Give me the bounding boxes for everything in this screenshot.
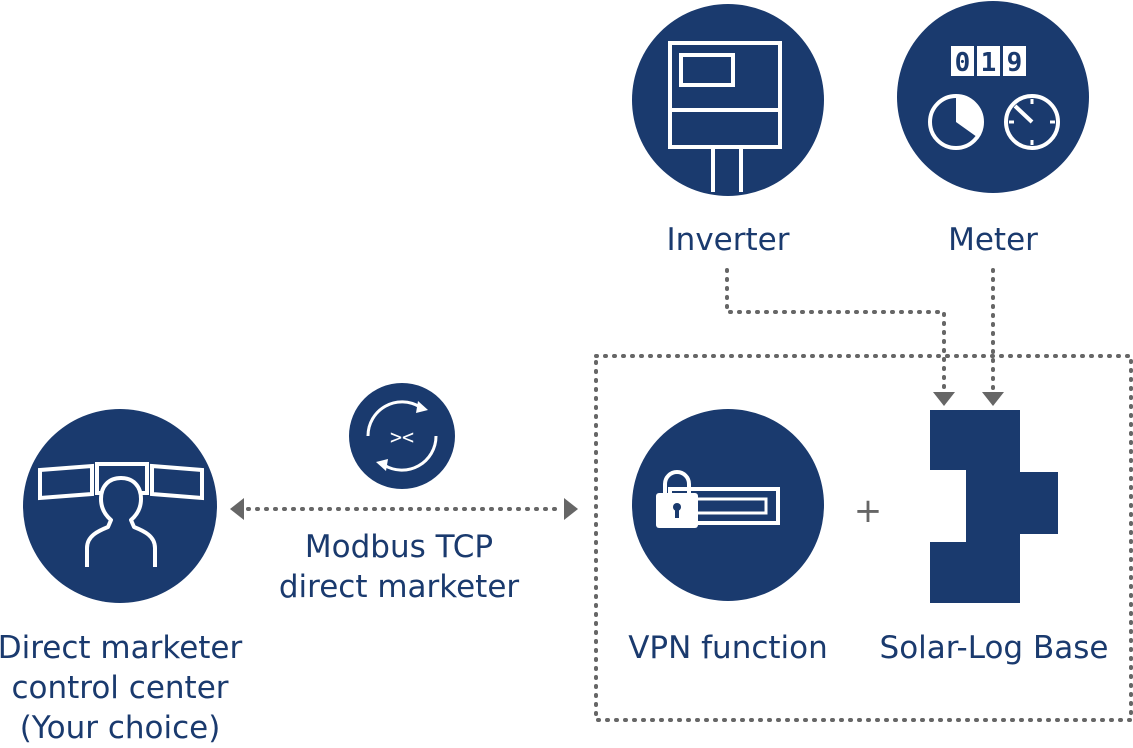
vpn-lock-icon <box>632 409 824 601</box>
meter-digit-0: 0 <box>955 48 971 78</box>
vpn-label: VPN function <box>628 630 828 666</box>
control-center-icon <box>23 409 217 603</box>
meter-digit-2: 9 <box>1007 48 1023 78</box>
modbus-label-line-1: Modbus TCP <box>304 529 494 565</box>
modbus-arrowhead-right <box>564 498 578 520</box>
modbus-arrowhead-left <box>230 498 244 520</box>
device-connectors <box>725 268 995 392</box>
plus-sign: + <box>854 491 883 531</box>
sync-arrows-icon: >< <box>349 383 455 489</box>
sync-glyph: >< <box>390 425 414 449</box>
inverter-arrowhead <box>933 392 955 406</box>
modbus-label: Modbus TCP direct marketer <box>249 527 549 607</box>
meter-icon: 0 1 9 <box>897 1 1089 193</box>
solar-log-device-icon <box>930 410 1058 603</box>
direct-marketer-label-line-1: Direct marketer <box>0 630 243 666</box>
meter-digit-1: 1 <box>981 48 997 78</box>
meter-label: Meter <box>948 222 1038 258</box>
inverter-connector <box>725 268 946 392</box>
modbus-label-line-2: direct marketer <box>278 569 520 605</box>
direct-marketer-label-line-2: control center <box>11 670 229 706</box>
direct-marketer-label: Direct marketer control center (Your cho… <box>0 628 260 748</box>
direct-marketer-label-line-3: (Your choice) <box>19 710 221 746</box>
meter-arrowhead <box>982 392 1004 406</box>
inverter-icon <box>632 4 824 196</box>
solar-log-label: Solar-Log Base <box>879 630 1109 666</box>
inverter-label: Inverter <box>666 222 790 258</box>
